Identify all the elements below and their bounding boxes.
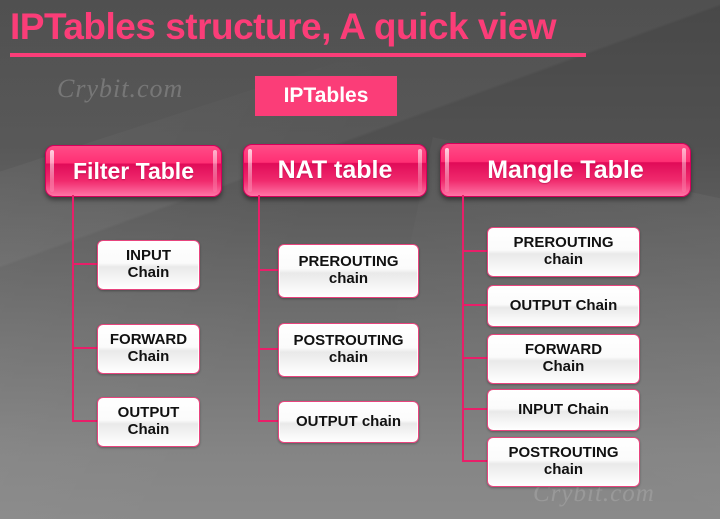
chain-label-line2: Chain [542,358,585,375]
node-nat-table[interactable]: NAT table [243,144,427,197]
node-chain-mangle-3[interactable]: INPUT Chain [487,389,640,431]
connector-branch-nat-0 [258,269,278,271]
node-iptables-root-label: IPTables [283,84,369,107]
node-chain-mangle-1[interactable]: OUTPUT Chain [487,285,640,327]
watermark-top: Crybit.com [57,74,184,103]
connector-branch-mangle-3 [462,408,487,410]
connector-branch-mangle-4 [462,460,487,462]
chain-label-line2: chain [328,270,369,287]
chain-label-line2: chain [328,349,369,366]
node-chain-nat-2[interactable]: OUTPUT chain [278,401,419,443]
chain-label-line2: chain [543,461,584,478]
node-nat-table-label: NAT table [277,156,393,184]
node-mangle-table-label: Mangle Table [487,155,644,184]
connector-branch-nat-1 [258,348,278,350]
connector-branch-mangle-1 [462,304,487,306]
chain-label-line1: POSTROUTING [508,444,619,462]
page-title: IPTables structure, A quick view [10,6,557,47]
chain-label-line1: OUTPUT [117,404,180,422]
chain-label-line2: Chain [127,264,170,281]
chain-label-line1: PREROUTING [298,253,399,271]
connector-branch-mangle-0 [462,250,487,252]
chain-label-line1: INPUT [126,247,171,265]
chain-label-line1: POSTROUTING [293,332,404,350]
chain-label-line1: PREROUTING [513,234,614,252]
background-sheen-left [0,52,528,519]
chain-label-line2: Chain [127,348,170,365]
chain-label-line2: Chain [127,421,170,438]
node-filter-table-label: Filter Table [73,157,194,184]
connector-branch-nat-2 [258,420,278,422]
connector-trunk-filter [72,195,74,421]
chain-label-line1: OUTPUT chain [295,412,401,430]
node-iptables-root[interactable]: IPTables [255,76,397,116]
connector-trunk-nat [258,195,260,421]
connector-trunk-mangle [462,195,464,461]
chain-label-line1: OUTPUT Chain [509,296,618,314]
connector-branch-filter-1 [72,347,97,349]
node-filter-table[interactable]: Filter Table [45,145,222,197]
title-underline [10,53,586,57]
connector-branch-filter-2 [72,420,97,422]
chain-label-line1: INPUT Chain [518,400,609,418]
connector-branch-filter-0 [72,263,97,265]
chain-label-line1: FORWARD [524,341,603,359]
chain-label-line1: FORWARD [109,331,188,349]
chain-label-line2: chain [543,251,584,268]
connector-branch-mangle-2 [462,357,487,359]
node-mangle-table[interactable]: Mangle Table [440,143,691,197]
